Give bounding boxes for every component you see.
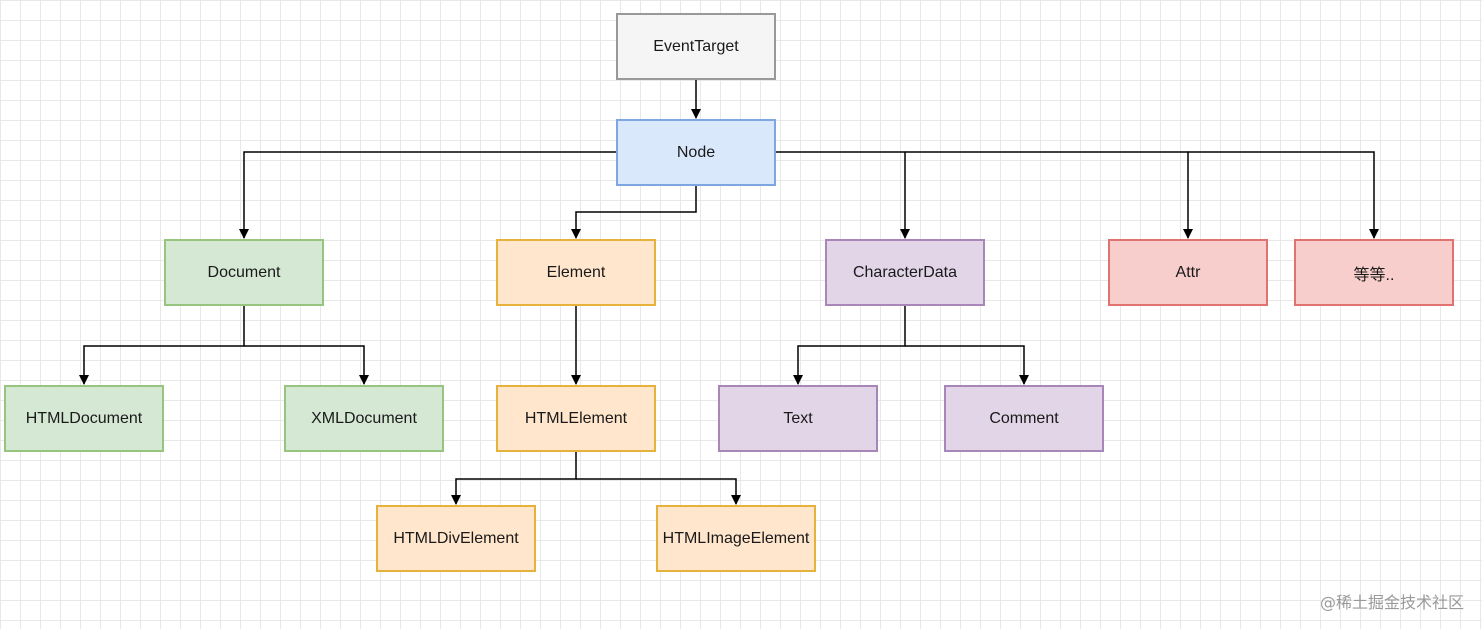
node-eventtarget[interactable]: EventTarget — [616, 13, 776, 80]
edge-node-etc — [1188, 151, 1379, 239]
node-label: Attr — [1175, 263, 1201, 281]
edge-node-attr — [905, 151, 1193, 239]
edge-htmlelement-htmldivelement — [451, 452, 577, 505]
edge-characterdata-text — [793, 306, 906, 385]
watermark: @稀土掘金技术社区 — [1319, 593, 1464, 612]
node-label: 等等.. — [1353, 266, 1395, 284]
node-node[interactable]: Node — [616, 119, 776, 186]
node-label: Document — [207, 263, 281, 281]
node-htmldocument[interactable]: HTMLDocument — [4, 385, 164, 452]
edge-node-document — [239, 151, 616, 239]
edge-node-element — [571, 186, 697, 239]
node-label: CharacterData — [852, 263, 958, 281]
node-label: HTMLDocument — [25, 409, 143, 427]
node-characterdata[interactable]: CharacterData — [825, 239, 985, 306]
node-htmldivelement[interactable]: HTMLDivElement — [376, 505, 536, 572]
node-label: HTMLDivElement — [393, 529, 519, 547]
node-attr[interactable]: Attr — [1108, 239, 1268, 306]
node-element[interactable]: Element — [496, 239, 656, 306]
node-htmlelement[interactable]: HTMLElement — [496, 385, 656, 452]
node-label: Element — [546, 263, 606, 281]
node-text[interactable]: Text — [718, 385, 878, 452]
node-xmldocument[interactable]: XMLDocument — [284, 385, 444, 452]
edge-document-htmldocument — [79, 306, 245, 385]
node-label: HTMLElement — [524, 409, 628, 427]
node-etc[interactable]: 等等.. — [1294, 239, 1454, 306]
edge-characterdata-comment — [905, 345, 1029, 385]
edge-htmlelement-htmlimageelement — [576, 478, 741, 505]
node-label: Text — [783, 409, 813, 427]
node-htmlimageelement[interactable]: HTMLImageElement — [656, 505, 816, 572]
node-comment[interactable]: Comment — [944, 385, 1104, 452]
node-label: XMLDocument — [311, 409, 417, 427]
edge-node-characterdata — [776, 151, 910, 239]
node-label: Node — [676, 143, 716, 161]
edge-document-xmldocument — [244, 345, 369, 385]
node-label: EventTarget — [653, 37, 739, 55]
node-document[interactable]: Document — [164, 239, 324, 306]
node-label: Comment — [989, 409, 1059, 427]
node-label: HTMLImageElement — [662, 529, 810, 547]
